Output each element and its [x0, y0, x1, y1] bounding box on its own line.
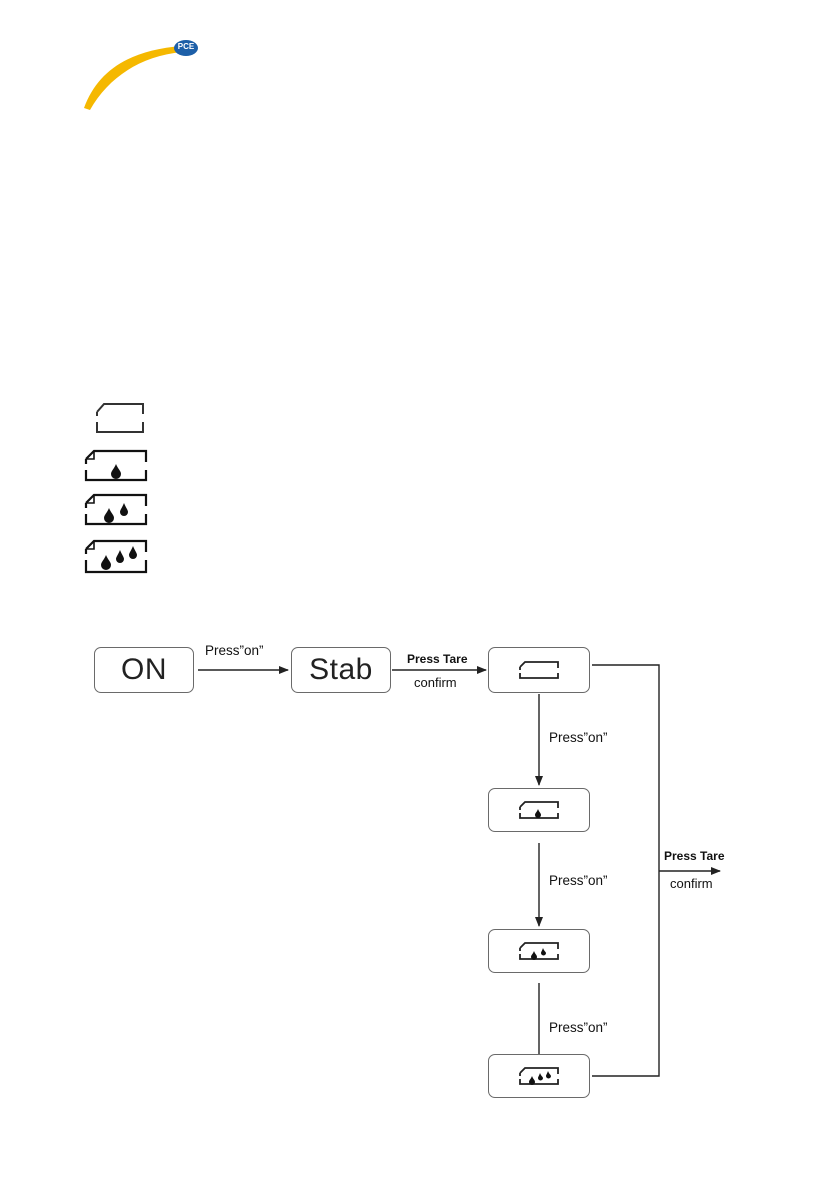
stab-box-label: Stab: [309, 653, 373, 687]
paper-three-drops-icon: [518, 1066, 560, 1086]
stab-box: Stab: [291, 647, 391, 693]
three-drops-box: [488, 1054, 590, 1098]
paper-two-drops-icon: [518, 941, 560, 961]
paper-box: [488, 647, 590, 693]
label-press-tare-2: Press Tare: [664, 849, 725, 863]
label-press-on-2: Press”on”: [549, 730, 608, 745]
paper-one-drop-icon: [518, 800, 560, 820]
two-drops-box: [488, 929, 590, 973]
paper-icon: [518, 660, 560, 680]
label-confirm-1: confirm: [414, 675, 457, 690]
on-box-label: ON: [121, 653, 167, 687]
label-press-on-1: Press”on”: [205, 643, 264, 658]
label-press-on-3: Press”on”: [549, 873, 608, 888]
label-confirm-2: confirm: [670, 876, 713, 891]
one-drop-box: [488, 788, 590, 832]
label-press-on-4: Press”on”: [549, 1020, 608, 1035]
on-box: ON: [94, 647, 194, 693]
label-press-tare-1: Press Tare: [407, 652, 468, 666]
return-loop-line: [592, 665, 659, 1076]
